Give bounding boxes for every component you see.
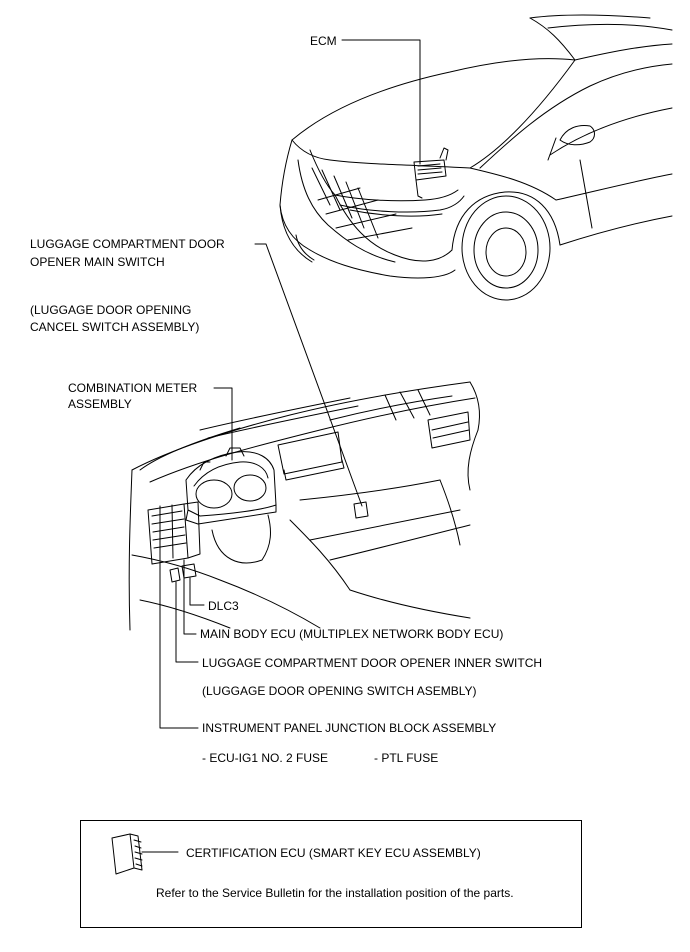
label-luggage-main-switch-line2: OPENER MAIN SWITCH <box>30 255 165 269</box>
inner-switch-part <box>169 567 181 583</box>
dlc3-connector <box>181 563 197 579</box>
label-junction-block: INSTRUMENT PANEL JUNCTION BLOCK ASSEMBLY <box>202 721 497 735</box>
label-inner-switch-sub: (LUGGAGE DOOR OPENING SWITCH ASEMBLY) <box>202 684 477 698</box>
label-ecm: ECM <box>310 34 337 48</box>
ecm-unit <box>413 147 449 199</box>
dashboard-illustration <box>128 381 481 631</box>
label-certification-ecu: CERTIFICATION ECU (SMART KEY ECU ASSEMBL… <box>186 846 481 860</box>
label-luggage-main-switch-line1: LUGGAGE COMPARTMENT DOOR <box>30 237 225 251</box>
label-luggage-cancel-line1: (LUGGAGE DOOR OPENING <box>30 303 192 317</box>
combination-meter <box>185 447 277 525</box>
label-combination-meter-line2: ASSEMBLY <box>68 397 132 411</box>
refer-service-bulletin-text: Refer to the Service Bulletin for the in… <box>156 886 514 900</box>
label-dlc3: DLC3 <box>208 599 239 613</box>
luggage-main-switch-part <box>353 501 369 519</box>
certification-ecu-note-box <box>80 820 582 928</box>
label-main-body-ecu: MAIN BODY ECU (MULTIPLEX NETWORK BODY EC… <box>200 627 504 641</box>
junction-block-assembly <box>147 501 201 565</box>
label-fuse-ptl: - PTL FUSE <box>374 751 439 765</box>
label-inner-switch: LUGGAGE COMPARTMENT DOOR OPENER INNER SW… <box>202 656 543 670</box>
leader-lines <box>159 39 421 729</box>
certification-ecu-icon <box>111 833 179 875</box>
label-luggage-cancel-line2: CANCEL SWITCH ASSEMBLY) <box>30 320 200 334</box>
label-combination-meter-line1: COMBINATION METER <box>68 381 198 395</box>
car-illustration <box>279 14 673 301</box>
label-fuse-ecu-ig1: - ECU-IG1 NO. 2 FUSE <box>202 751 329 765</box>
